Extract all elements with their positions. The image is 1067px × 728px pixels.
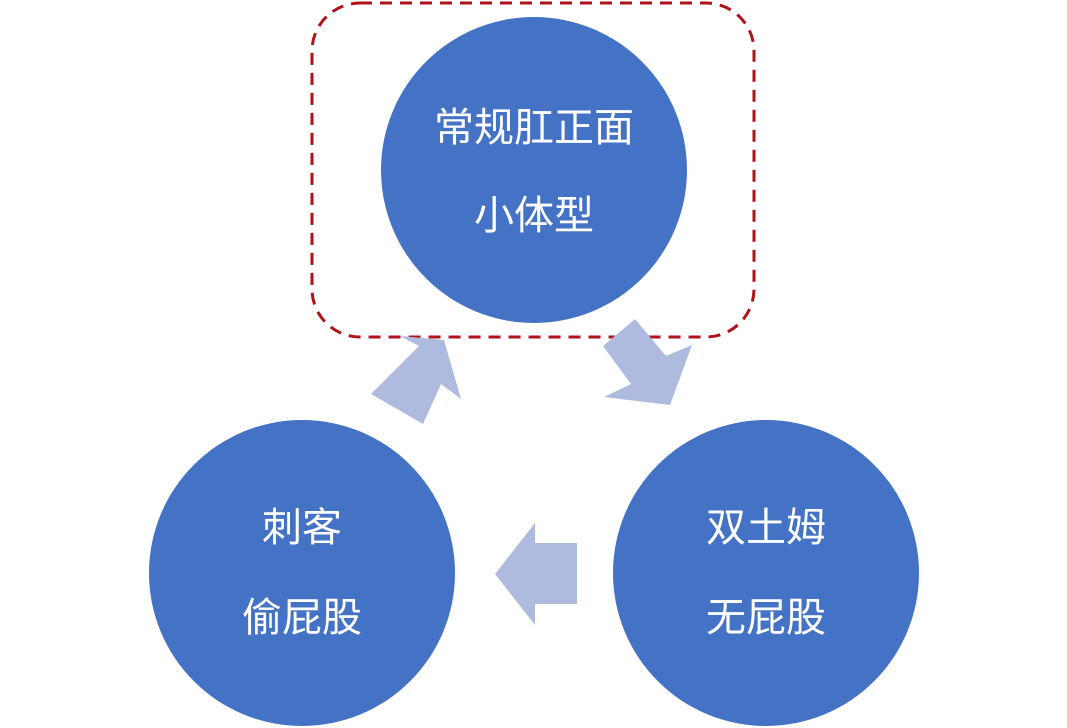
node-bottom-left-line2: 偷屁股	[242, 595, 362, 641]
arrow-bottom-right-to-bottom-left	[495, 523, 577, 625]
node-bottom-right-line2: 无屁股	[706, 595, 826, 641]
node-bottom-left-line1: 刺客	[262, 505, 342, 551]
node-bottom-right: 双土姆 无屁股	[613, 420, 919, 726]
node-top-circle	[381, 17, 687, 323]
node-bottom-right-circle	[613, 420, 919, 726]
node-top: 常规肛正面 小体型	[381, 17, 687, 323]
node-bottom-left: 刺客 偷屁股	[149, 420, 455, 726]
arrow-bottom-left-to-top	[371, 336, 461, 424]
arrow-top-to-bottom-right	[603, 319, 692, 405]
node-top-line1: 常规肛正面	[434, 105, 634, 151]
node-bottom-left-circle	[149, 420, 455, 726]
node-top-line2: 小体型	[474, 193, 594, 239]
node-bottom-right-line1: 双土姆	[706, 505, 826, 551]
highlight-frame	[310, 1, 756, 339]
